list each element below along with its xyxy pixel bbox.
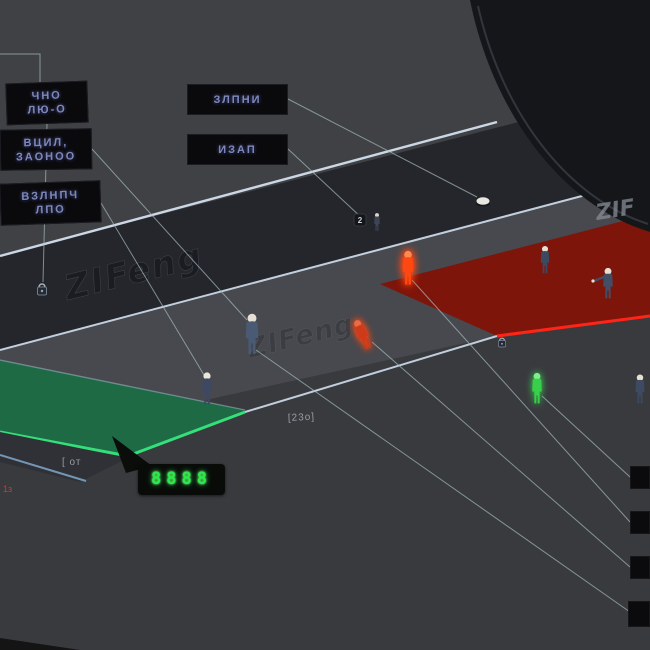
platform-side-edge (0, 454, 87, 482)
people-counter-display: 8888 (138, 464, 225, 495)
zone-red (380, 214, 650, 336)
bottom-left-shadow (0, 638, 80, 650)
leader-line (91, 148, 248, 321)
edge-callout-box-3 (630, 556, 650, 579)
callout-line: ЛПО (35, 203, 67, 217)
walkway-top-edge (0, 120, 498, 258)
leader-line (255, 349, 631, 613)
callout-line: ЛЮ-О (27, 103, 68, 117)
counter-callout-tail (112, 436, 152, 473)
tunnel (470, 0, 650, 232)
tunnel-rim (477, 5, 649, 225)
callout-box-2: ВЦИЛ, ЗАОНОО (0, 128, 93, 171)
callout-box-4: ЗЛПНИ (187, 84, 288, 115)
leader-line (541, 395, 631, 478)
leader-line (287, 98, 478, 198)
corner-red-label: 1з (3, 484, 12, 494)
edge-callout-box-1 (630, 466, 650, 489)
callout-box-1: ЧНО ЛЮ-О (5, 80, 89, 126)
leader-line (287, 148, 364, 220)
leader-line (100, 202, 208, 381)
platform-side (0, 432, 128, 482)
callout-line: ИЗАП (218, 143, 257, 156)
object-marker (476, 197, 490, 207)
callout-line: ВЦИЛ, (23, 136, 69, 149)
callout-line: ЧНО (31, 89, 63, 103)
callout-line: ВЗЛНПЧ (21, 189, 80, 204)
leader-line (0, 53, 41, 82)
count-pin: 2 (353, 213, 367, 227)
count-pin-value: 2 (358, 216, 363, 225)
walkway-band (0, 88, 650, 350)
callout-line: ЗЛПНИ (213, 93, 262, 106)
person-hand (591, 279, 595, 283)
lock-icon (498, 337, 506, 348)
mid-floor (0, 178, 650, 445)
distance-label-left: [ от (62, 457, 81, 468)
zone-green-top-edge (0, 359, 246, 411)
edge-callout-box-4 (628, 601, 650, 627)
tunnel-brand-text: ZIF (593, 195, 637, 226)
person-arm (593, 275, 605, 283)
zone-red-edge (496, 314, 650, 338)
zone-green (0, 360, 245, 456)
callout-line: ЗАОНОО (15, 149, 77, 164)
distance-label-mid: [23о] (288, 412, 316, 424)
leader-line (411, 279, 631, 523)
callout-box-3: ВЗЛНПЧ ЛПО (0, 180, 102, 226)
callout-box-5: ИЗАП (187, 134, 288, 165)
leader-line (371, 341, 631, 568)
walkway-bottom-edge (0, 177, 650, 351)
foreground-floor (0, 316, 650, 650)
people-counter-value: 8888 (151, 469, 212, 489)
lock-icon (37, 283, 47, 296)
edge-callout-box-2 (630, 511, 650, 534)
floor-front-edge (244, 335, 498, 413)
